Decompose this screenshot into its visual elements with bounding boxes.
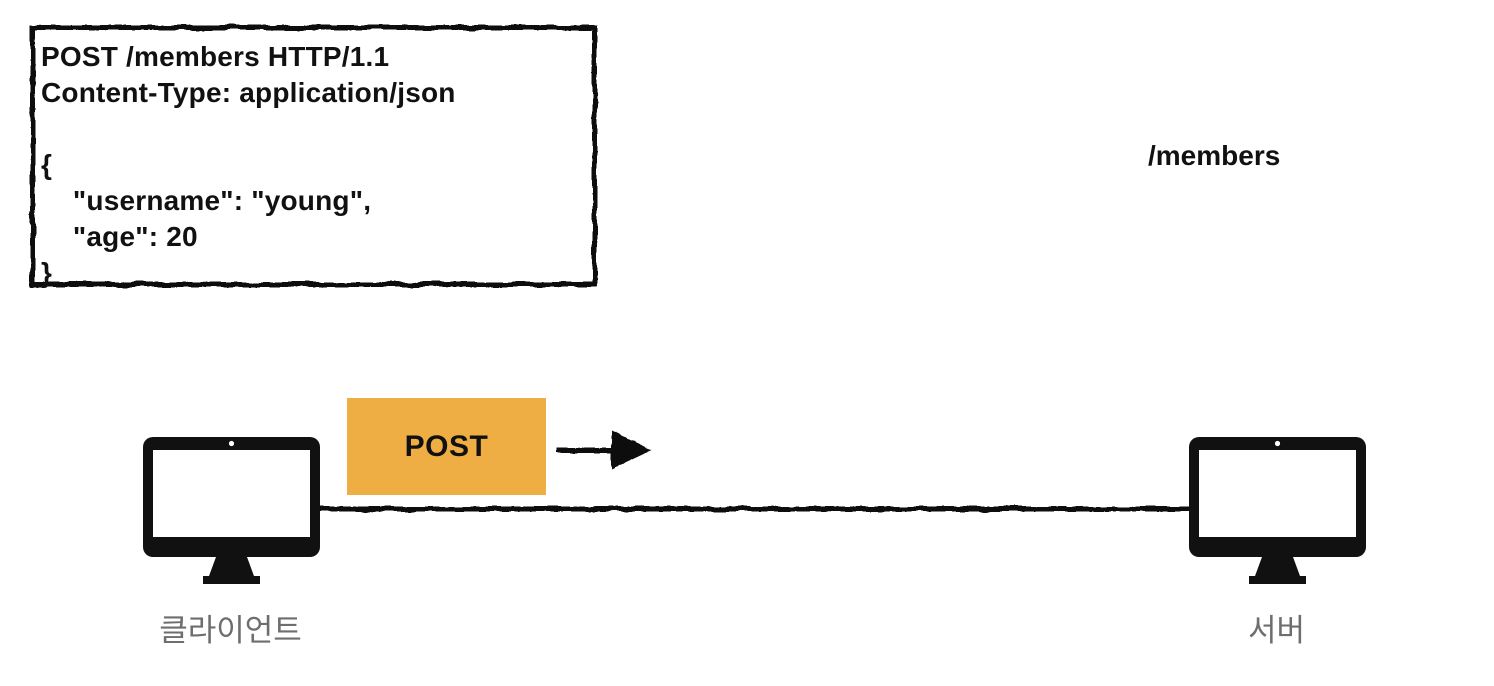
request-line-method: POST /members HTTP/1.1 [41, 41, 390, 72]
server-label: 서버 [1247, 613, 1306, 648]
endpoint-label: /members [1148, 140, 1281, 171]
server-monitor-icon [1188, 437, 1368, 585]
request-line-content-type: Content-Type: application/json [41, 77, 456, 108]
client-server-connection-line [318, 506, 1190, 512]
right-arrow-icon [612, 431, 652, 469]
http-request-box: POST /members HTTP/1.1 Content-Type: app… [30, 25, 597, 288]
arrow-shaft [556, 447, 616, 453]
post-method-badge: POST [347, 398, 546, 495]
request-line-json-age: "age": 20 [41, 221, 198, 252]
request-line-blank [41, 111, 587, 147]
request-line-json-open: { [41, 149, 53, 180]
request-line-json-close: } [41, 257, 53, 288]
client-label: 클라이언트 [159, 613, 302, 648]
request-line-json-username: "username": "young", [41, 185, 372, 216]
client-monitor-icon [142, 437, 322, 585]
